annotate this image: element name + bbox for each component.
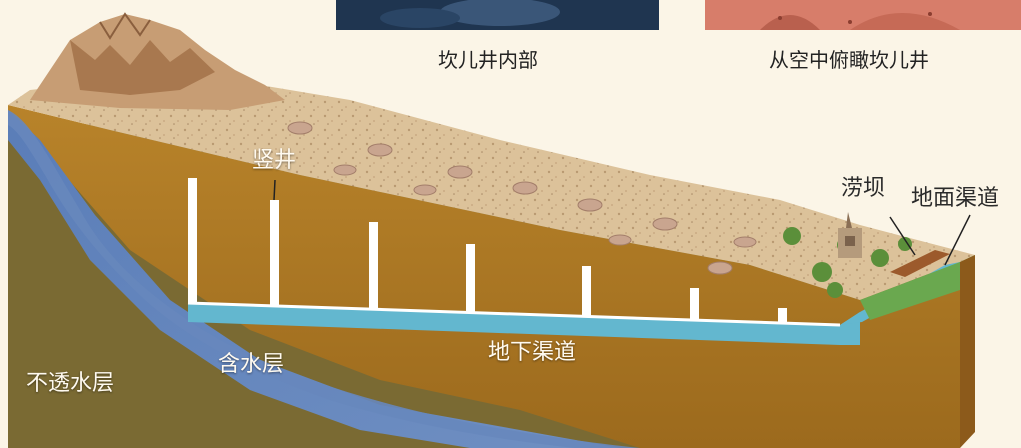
farm-field [860,255,975,320]
label-underground-channel: 地下渠道 [488,340,577,365]
vertical-well [582,266,591,320]
side-face [960,255,975,448]
photo-aerial [705,0,1021,30]
vertical-wells [188,178,787,328]
vertical-well [188,178,197,310]
well-mouths [287,121,757,275]
photo-interior-caption: 坎儿井内部 [438,48,538,72]
vertical-well [369,222,378,312]
label-aquifer: 含水层 [218,352,285,377]
dam [890,250,950,277]
vertical-well [270,200,279,308]
tower-icon [838,212,862,258]
photo-aerial-caption: 从空中俯瞰坎儿井 [769,48,929,72]
label-vertical-well: 竖井 [252,148,297,173]
ground-surface [8,80,975,300]
vertical-well [778,308,787,328]
photo-interior [336,0,659,30]
label-surface-channel: 地面渠道 [911,186,1000,211]
underground-channel [188,303,860,345]
vertical-well [690,288,699,324]
label-dam: 涝坝 [841,176,886,201]
soil-layer [8,105,960,448]
vertical-well [466,244,475,316]
mountain-icon [30,12,285,110]
label-impermeable-layer: 不透水层 [26,371,115,396]
